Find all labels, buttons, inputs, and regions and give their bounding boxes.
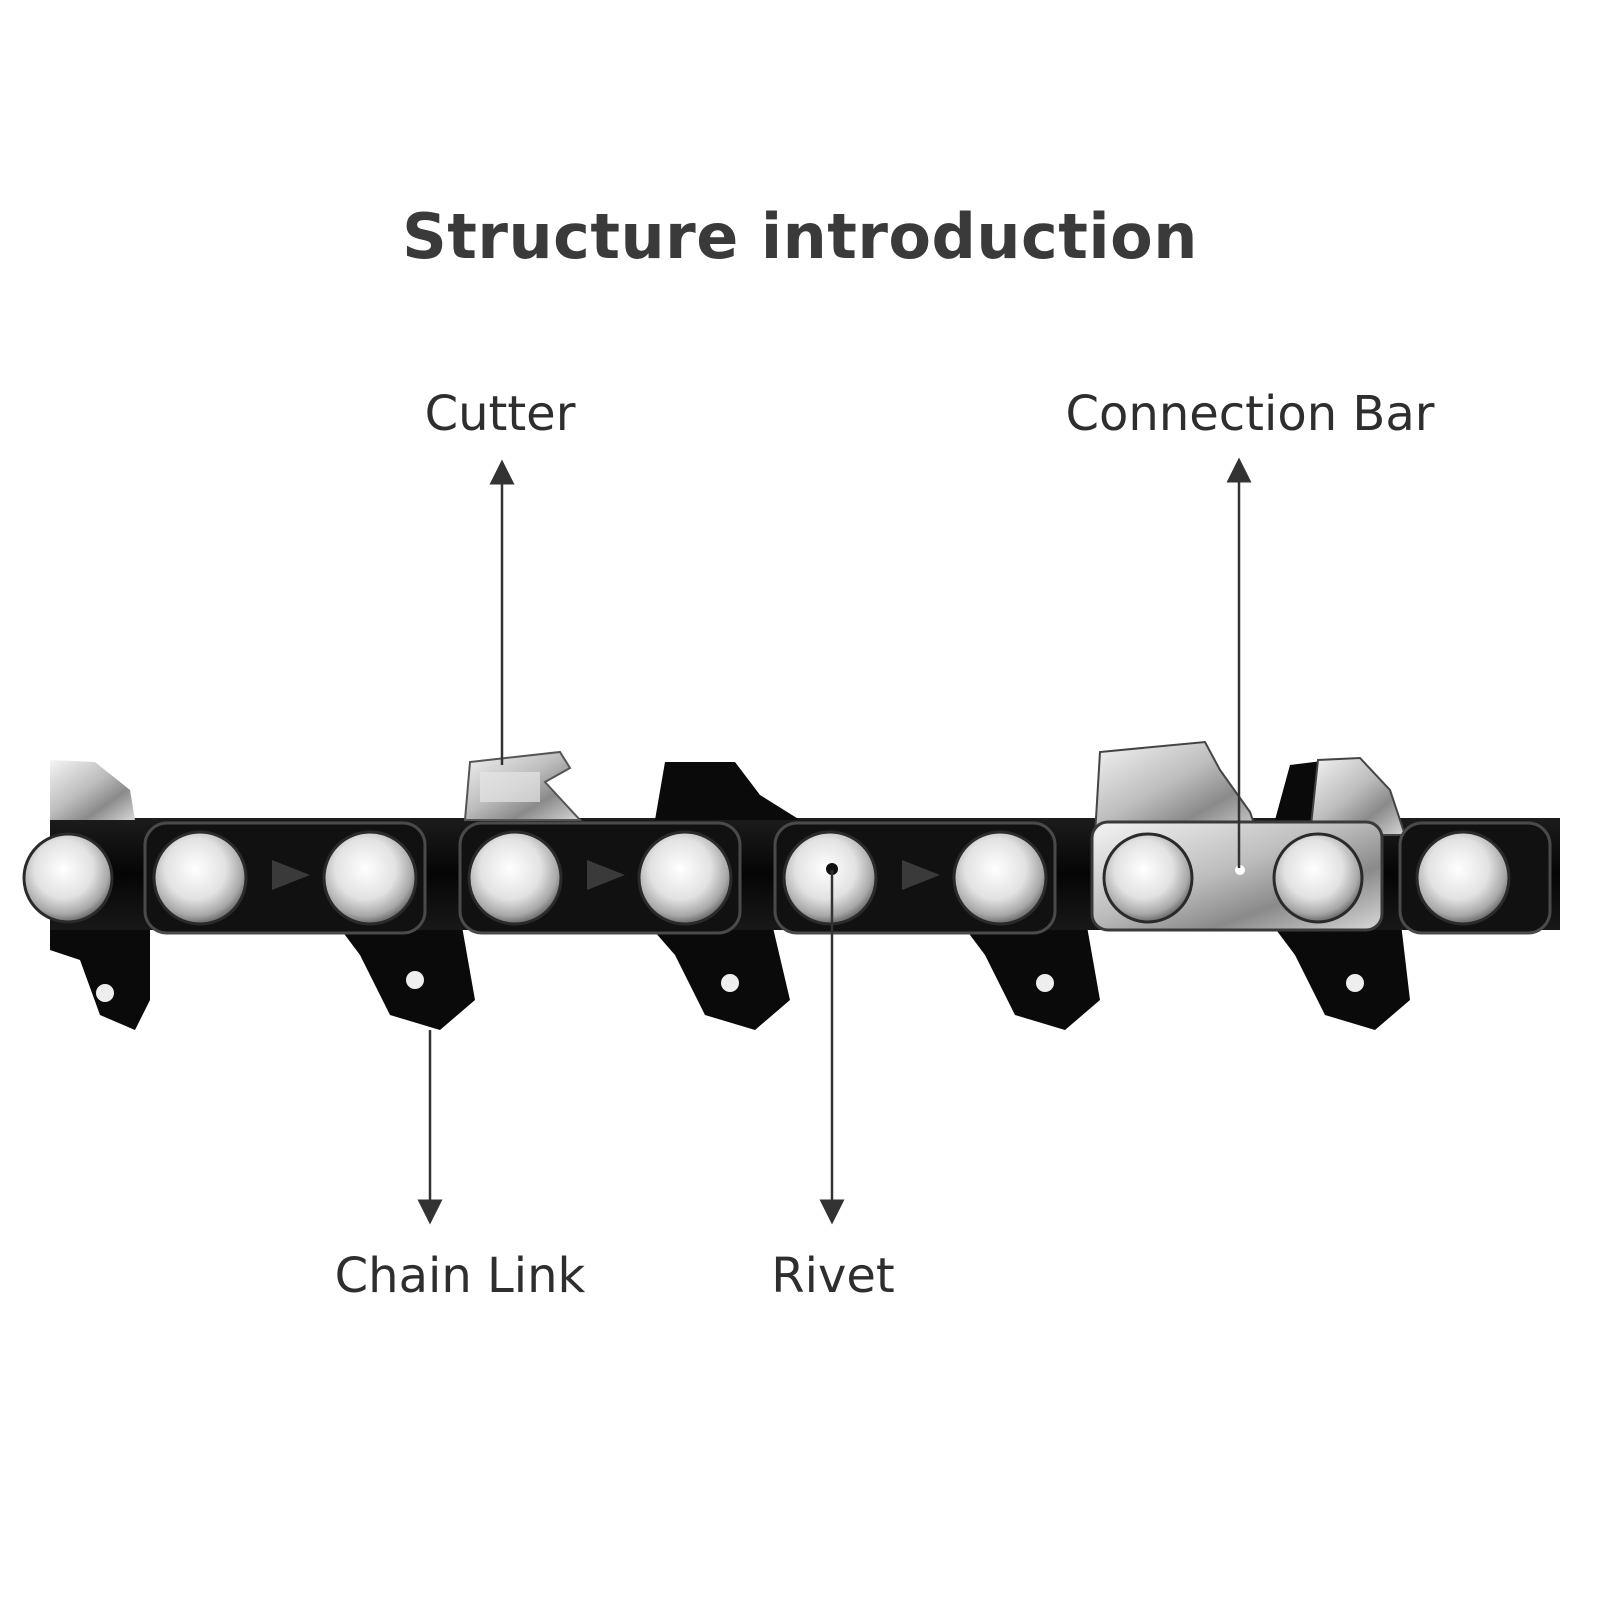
drive-link [1265, 915, 1410, 1030]
rivet [782, 830, 878, 926]
drive-link-hole [406, 971, 424, 989]
callout-arrows [417, 457, 1252, 1225]
rivet [952, 830, 1048, 926]
drive-link-hole [96, 984, 114, 1002]
rivet [322, 830, 418, 926]
rivets [22, 830, 1511, 926]
rivet-center-mark [826, 863, 838, 875]
label-chain-link: Chain Link [334, 1248, 586, 1304]
link-marker [272, 860, 310, 890]
left-cutter-edge [50, 760, 135, 820]
drive-links [50, 900, 1410, 1030]
drive-link [50, 900, 150, 1030]
rivet [22, 832, 114, 924]
rivet [637, 830, 733, 926]
rivet [152, 830, 248, 926]
rivet [1272, 832, 1364, 924]
drive-link [640, 915, 790, 1030]
drive-link-hole [721, 974, 739, 992]
page-title: Structure introduction [402, 200, 1198, 273]
label-rivet: Rivet [771, 1248, 895, 1304]
rivet [1415, 830, 1511, 926]
label-cutter: Cutter [424, 386, 576, 442]
drive-link-hole [1036, 974, 1054, 992]
link-marker [587, 860, 625, 890]
drive-link [330, 915, 475, 1030]
drive-link [955, 915, 1100, 1030]
depth-gauge [655, 762, 800, 820]
cutter-tooth [463, 750, 583, 821]
drive-link-hole [1346, 974, 1364, 992]
label-connection-bar: Connection Bar [1065, 386, 1435, 442]
rivet [467, 830, 563, 926]
rivet [1102, 832, 1194, 924]
connection-bar-dot [1235, 865, 1245, 875]
link-marker [902, 860, 940, 890]
